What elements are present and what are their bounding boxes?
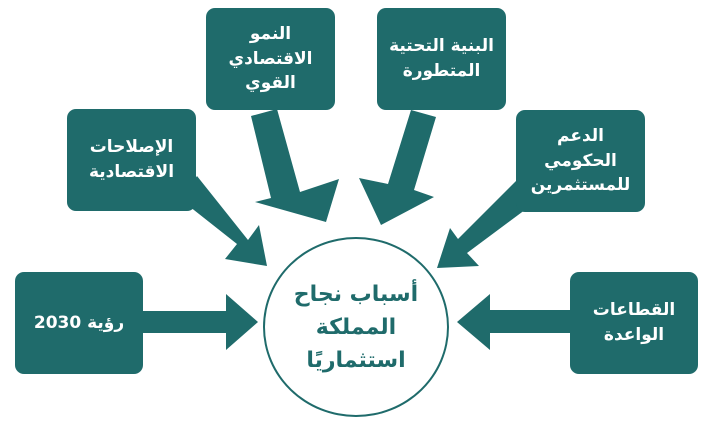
- arrow-economic-reforms: [180, 176, 267, 266]
- box-economic-reforms-label: الإصلاحات الاقتصادية: [88, 137, 175, 182]
- arrow-advanced-infrastructure: [359, 110, 436, 225]
- box-government-support-label: الدعم الحكومي للمستثمرين: [530, 126, 631, 196]
- box-strong-growth-label: النمو الاقتصادي القوي: [228, 24, 313, 94]
- box-economic-reforms: الإصلاحات الاقتصادية: [67, 109, 196, 211]
- box-promising-sectors: القطاعات الواعدة: [570, 272, 698, 374]
- box-advanced-infrastructure: البنية التحتية المتطورة: [377, 8, 506, 110]
- box-government-support: الدعم الحكومي للمستثمرين: [516, 110, 645, 212]
- arrow-government-support: [437, 175, 541, 268]
- center-title: أسباب نجاح المملكة استثماريًا: [293, 281, 419, 373]
- arrow-vision-2030: [143, 294, 258, 350]
- box-promising-sectors-label: القطاعات الواعدة: [592, 300, 676, 345]
- arrow-strong-growth: [251, 109, 339, 222]
- box-vision-2030: رؤية 2030: [15, 272, 143, 374]
- box-strong-growth: النمو الاقتصادي القوي: [206, 8, 335, 110]
- arrow-promising-sectors: [457, 294, 572, 350]
- box-advanced-infrastructure-label: البنية التحتية المتطورة: [389, 36, 494, 81]
- center-circle: أسباب نجاح المملكة استثماريًا: [263, 237, 449, 417]
- box-vision-2030-label: رؤية 2030: [33, 312, 125, 333]
